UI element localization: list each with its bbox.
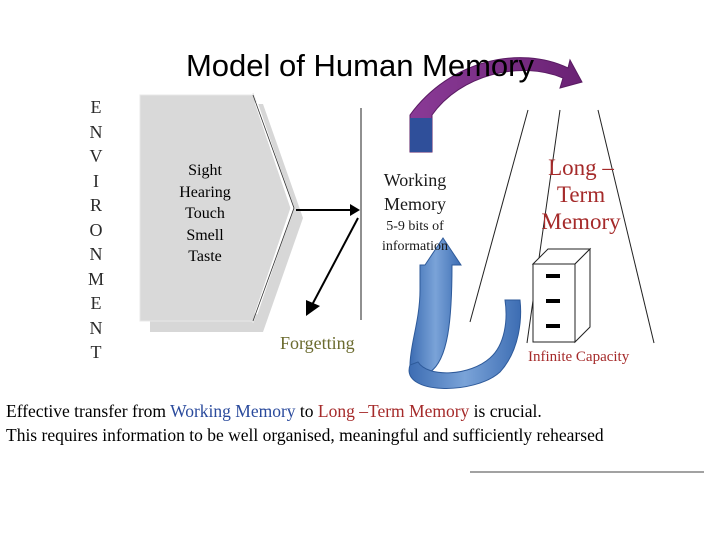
environment-letter: N <box>89 244 103 264</box>
environment-letter: N <box>89 121 103 142</box>
footer-line1-part1: Effective transfer from <box>6 401 171 421</box>
forgetting-arrow <box>306 217 359 316</box>
working-memory-capacity-line2: information <box>381 239 449 254</box>
funnel-outline-top <box>252 94 295 209</box>
environment-letter: V <box>89 146 103 166</box>
ltm-line2: Term <box>556 182 606 207</box>
sensory-input-item: Hearing <box>179 183 231 201</box>
footer-line-1: Effective transfer from Working Memory t… <box>6 399 718 423</box>
environment-letter: I <box>93 170 99 191</box>
sensory-input-item: Smell <box>186 226 224 244</box>
footer-text: Effective transfer from Working Memory t… <box>6 399 718 447</box>
environment-letter: E <box>90 97 102 117</box>
sensory-input-item: Touch <box>185 205 225 222</box>
footer-long-term-memory: Long –Term Memory <box>317 401 470 421</box>
input-arrow <box>296 204 360 216</box>
footer-line-2: This requires information to be well org… <box>6 425 604 445</box>
environment-letter: M <box>87 268 104 289</box>
working-memory-title-line1: Working <box>383 170 447 190</box>
forgetting-label: Forgetting <box>280 333 355 353</box>
sensory-input-item: Taste <box>188 248 222 265</box>
working-memory-right-line <box>469 109 529 323</box>
environment-letter: E <box>90 293 102 313</box>
environment-letter: T <box>90 342 102 362</box>
ltm-line3: Memory <box>541 209 621 234</box>
environment-letter: O <box>89 219 103 240</box>
transfer-curved-arrow <box>409 57 583 153</box>
funnel-outline-bottom <box>252 207 295 322</box>
working-memory-title-line2: Memory <box>384 194 446 214</box>
sensory-input-item: Sight <box>188 162 222 179</box>
ltm-right-line <box>597 109 655 344</box>
environment-letter: R <box>89 195 102 215</box>
rehearsal-loop-arrow <box>408 237 522 389</box>
footer-line1-part3: is crucial. <box>469 401 542 421</box>
ltm-line1: Long – <box>548 155 614 180</box>
diagram-title: Model of Human Memory <box>185 48 534 83</box>
environment-letter: N <box>89 317 103 338</box>
long-term-memory-label: Long – Term Memory <box>522 154 640 235</box>
working-memory-capacity-line1: 5-9 bits of <box>386 219 444 234</box>
infinite-capacity-label: Infinite Capacity <box>528 349 630 365</box>
footer-working-memory: Working Memory <box>170 401 296 421</box>
filing-cabinet-icon <box>531 247 592 344</box>
footer-line1-part2: to <box>295 401 318 421</box>
working-memory-label: Working Memory 5-9 bits of information <box>360 168 470 256</box>
